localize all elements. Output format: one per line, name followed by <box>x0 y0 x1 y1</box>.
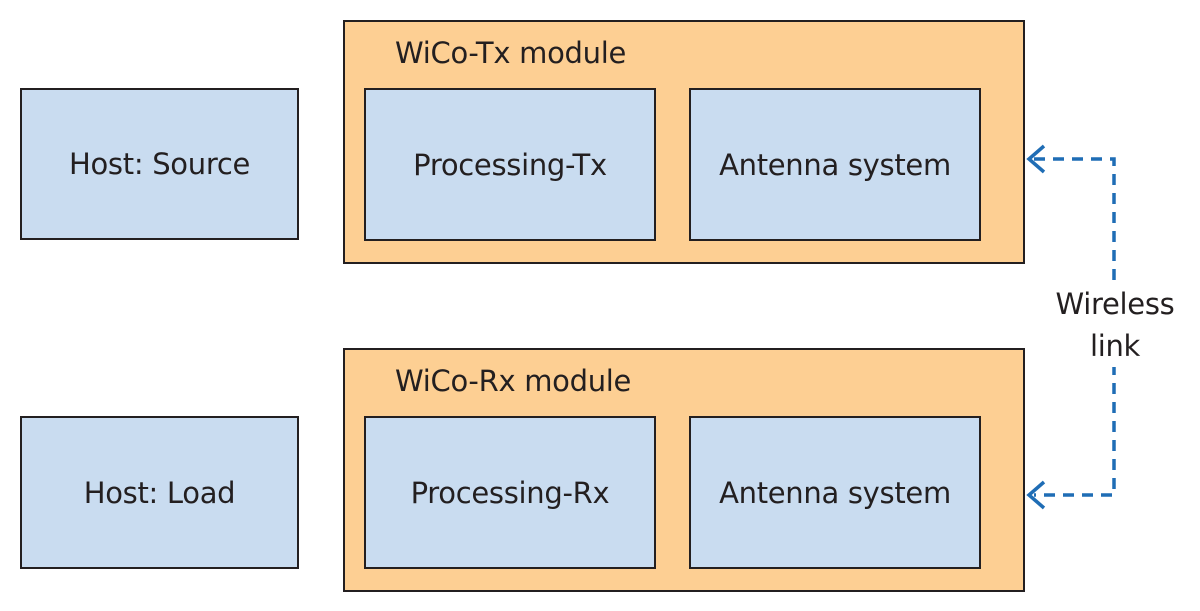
processing-tx-label: Processing-Tx <box>413 147 607 182</box>
host-source-label: Host: Source <box>68 147 251 181</box>
wireless-link-label: Wireless link <box>1040 283 1190 367</box>
arrowhead-rx-icon <box>1026 480 1046 510</box>
rx-antenna-system-label: Antenna system <box>719 475 951 510</box>
arrowhead-tx-icon <box>1026 144 1046 174</box>
processing-rx-box: Processing-Rx <box>364 416 656 569</box>
wireless-link-label-line2: link <box>1089 329 1141 363</box>
tx-antenna-system-box: Antenna system <box>689 88 981 241</box>
rx-module-title: WiCo-Rx module <box>395 364 632 398</box>
rx-module-box: WiCo-Rx module Processing-Rx Antenna sys… <box>343 348 1025 592</box>
tx-module-box: WiCo-Tx module Processing-Tx Antenna sys… <box>343 20 1025 264</box>
tx-antenna-system-label: Antenna system <box>719 147 951 182</box>
rx-antenna-system-box: Antenna system <box>689 416 981 569</box>
host-load-box: Host: Load <box>20 416 299 569</box>
host-load-label: Host: Load <box>83 475 236 510</box>
host-source-box: Host: Source <box>20 88 299 240</box>
tx-module-title: WiCo-Tx module <box>395 36 627 70</box>
processing-rx-label: Processing-Rx <box>410 475 610 510</box>
processing-tx-box: Processing-Tx <box>364 88 656 241</box>
wireless-link-label-line1: Wireless <box>1055 287 1175 321</box>
